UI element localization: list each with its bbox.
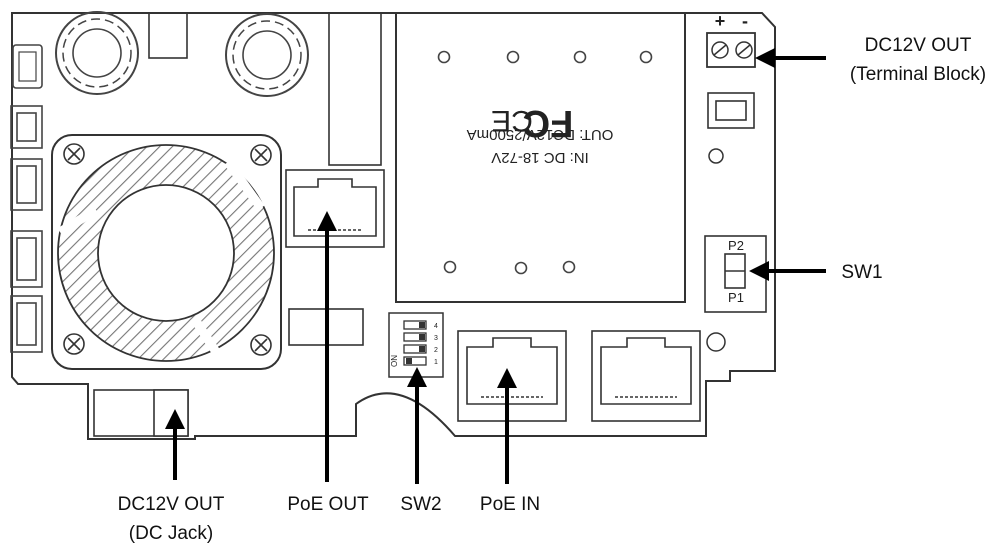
capacitor-1 xyxy=(55,11,139,95)
label-sw1: SW1 xyxy=(841,262,882,283)
label-dc-jack: (DC Jack) xyxy=(129,523,213,544)
component-tall-box xyxy=(328,12,382,166)
dip-num-4: 4 xyxy=(434,323,438,330)
psu-ce-mark: CE xyxy=(491,104,533,137)
mounting-hole-lower-right xyxy=(706,332,726,352)
power-module: FC CE OUT: DC12V/2500mA IN: DC 18-72V xyxy=(395,12,686,303)
rj45-port-data xyxy=(591,330,701,422)
label-dc12v-out-jack: DC12V OUT xyxy=(118,494,225,515)
dip-num-3: 3 xyxy=(434,335,438,342)
cooling-fan xyxy=(51,134,282,370)
label-dc12v-out-terminal: DC12V OUT xyxy=(865,35,972,56)
terminal-plus-mark: + xyxy=(715,11,726,31)
dip-num-2: 2 xyxy=(434,347,438,354)
psu-input-rating: IN: DC 18-72V xyxy=(491,149,589,166)
callout-arrows xyxy=(165,48,826,484)
label-poe-out: PoE OUT xyxy=(287,494,369,515)
psu-fc-mark: FC xyxy=(523,102,574,144)
dip-on-label: ON xyxy=(390,355,399,367)
terminal-minus-mark: - xyxy=(742,11,748,31)
jumper-p2-label: P2 xyxy=(728,238,744,253)
component-top-box xyxy=(148,12,188,59)
label-sw2: SW2 xyxy=(400,494,441,515)
dip-num-1: 1 xyxy=(434,359,438,366)
rj45-port-poe-in xyxy=(457,330,567,422)
left-connectors xyxy=(10,105,43,353)
jumper-p1-label: P1 xyxy=(728,290,744,305)
connector-right xyxy=(707,92,755,129)
label-terminal-block: (Terminal Block) xyxy=(850,64,986,85)
connector-topleft xyxy=(12,44,43,89)
mounting-hole-right xyxy=(708,148,724,164)
capacitor-2 xyxy=(225,13,309,97)
psu-output-rating: OUT: DC12V/2500mA xyxy=(467,126,614,143)
sw2-dip-switch: ON 4 3 2 1 xyxy=(388,312,444,378)
label-poe-in: PoE IN xyxy=(480,494,540,515)
